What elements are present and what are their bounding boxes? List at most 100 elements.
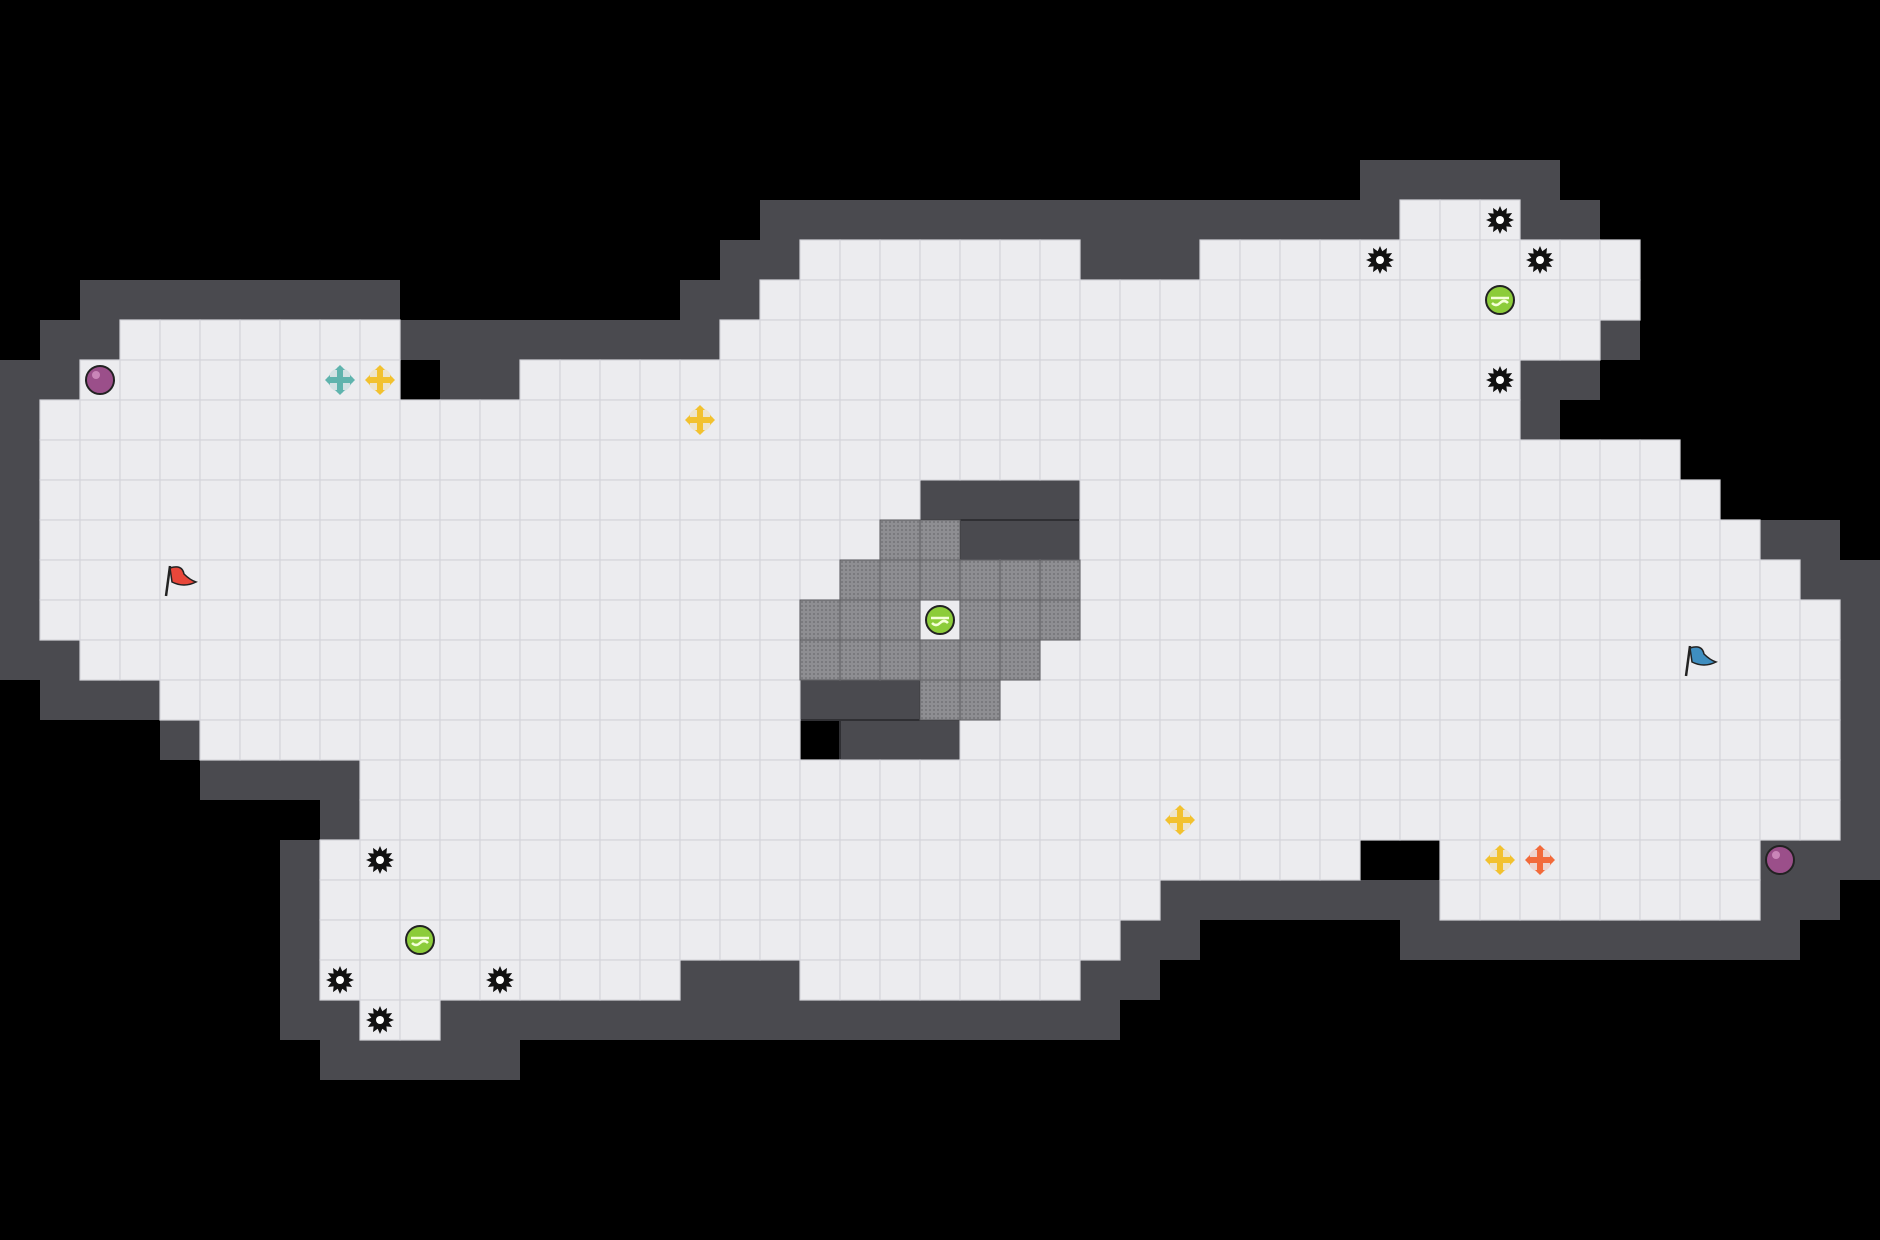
floor-tile xyxy=(399,959,441,1001)
wall-tile xyxy=(839,719,961,761)
floor-tile xyxy=(919,759,961,801)
wall-tile xyxy=(1840,800,1880,840)
floor-tile xyxy=(799,559,841,601)
floor-tile xyxy=(599,359,641,401)
floor-tile xyxy=(959,239,1001,281)
floor-tile xyxy=(1759,639,1801,681)
floor-tile xyxy=(1199,359,1241,401)
floor-tile xyxy=(239,319,281,361)
floor-tile xyxy=(839,399,881,441)
floor-tile xyxy=(239,399,281,441)
floor-tile xyxy=(1239,839,1281,881)
floor-tile xyxy=(1079,879,1121,921)
floor-tile xyxy=(1479,559,1521,601)
floor-tile xyxy=(1279,279,1321,321)
floor-tile xyxy=(1439,319,1481,361)
map-grate-tiles xyxy=(799,519,1081,721)
floor-tile xyxy=(1599,599,1641,641)
floor-tile xyxy=(399,479,441,521)
floor-tile xyxy=(1039,679,1081,721)
floor-tile xyxy=(199,439,241,481)
floor-tile xyxy=(639,679,681,721)
floor-tile xyxy=(1639,479,1681,521)
floor-tile xyxy=(1159,319,1201,361)
floor-tile xyxy=(1679,559,1721,601)
floor-tile xyxy=(559,519,601,561)
floor-tile xyxy=(1679,719,1721,761)
floor-tile xyxy=(319,719,361,761)
floor-tile xyxy=(1319,439,1361,481)
floor-tile xyxy=(239,599,281,641)
grate-tile xyxy=(919,679,961,721)
floor-tile xyxy=(799,479,841,521)
floor-tile xyxy=(439,679,481,721)
floor-tile xyxy=(1239,399,1281,441)
floor-tile xyxy=(39,399,81,441)
floor-tile xyxy=(759,839,801,881)
floor-tile xyxy=(359,519,401,561)
floor-tile xyxy=(1439,879,1481,921)
floor-tile xyxy=(359,799,401,841)
wall-tile xyxy=(40,320,120,360)
floor-tile xyxy=(679,359,721,401)
yellow-boost-icon xyxy=(1485,845,1515,875)
floor-tile xyxy=(959,399,1001,441)
floor-tile xyxy=(559,479,601,521)
floor-tile xyxy=(599,639,641,681)
floor-tile xyxy=(1279,839,1321,881)
floor-tile xyxy=(599,719,641,761)
floor-tile xyxy=(319,319,361,361)
floor-tile xyxy=(1759,799,1801,841)
floor-tile xyxy=(159,599,201,641)
floor-tile xyxy=(119,399,161,441)
floor-tile xyxy=(999,439,1041,481)
floor-tile xyxy=(439,639,481,681)
floor-tile xyxy=(1479,879,1521,921)
floor-tile xyxy=(1359,559,1401,601)
floor-tile xyxy=(559,599,601,641)
floor-tile xyxy=(479,799,521,841)
floor-tile xyxy=(919,799,961,841)
floor-tile xyxy=(1519,599,1561,641)
floor-tile xyxy=(559,959,601,1001)
floor-tile xyxy=(439,759,481,801)
floor-tile xyxy=(519,359,561,401)
floor-tile xyxy=(1439,639,1481,681)
floor-tile xyxy=(799,919,841,961)
floor-tile xyxy=(1239,319,1281,361)
floor-tile xyxy=(839,239,881,281)
wall-tile xyxy=(760,200,1400,240)
floor-tile xyxy=(359,879,401,921)
floor-tile xyxy=(1279,479,1321,521)
floor-tile xyxy=(1439,239,1481,281)
floor-tile xyxy=(239,719,281,761)
floor-tile xyxy=(199,639,241,681)
floor-tile xyxy=(1719,559,1761,601)
floor-tile xyxy=(1479,519,1521,561)
floor-tile xyxy=(359,719,401,761)
floor-tile xyxy=(839,759,881,801)
floor-tile xyxy=(1359,639,1401,681)
floor-tile xyxy=(1239,239,1281,281)
map-entities xyxy=(85,206,1795,1034)
floor-tile xyxy=(399,879,441,921)
floor-tile xyxy=(1479,719,1521,761)
floor-tile xyxy=(479,719,521,761)
floor-tile xyxy=(759,759,801,801)
floor-tile xyxy=(1159,479,1201,521)
floor-tile xyxy=(559,759,601,801)
floor-tile xyxy=(1199,519,1241,561)
floor-tile xyxy=(639,799,681,841)
floor-tile xyxy=(1399,559,1441,601)
floor-tile xyxy=(1639,799,1681,841)
floor-tile xyxy=(1159,719,1201,761)
floor-tile xyxy=(1799,719,1841,761)
wall-tile xyxy=(0,560,40,600)
floor-tile xyxy=(879,479,921,521)
floor-tile xyxy=(1319,479,1361,521)
floor-tile xyxy=(1279,559,1321,601)
floor-tile xyxy=(1479,319,1521,361)
floor-tile xyxy=(559,399,601,441)
floor-tile xyxy=(1279,799,1321,841)
